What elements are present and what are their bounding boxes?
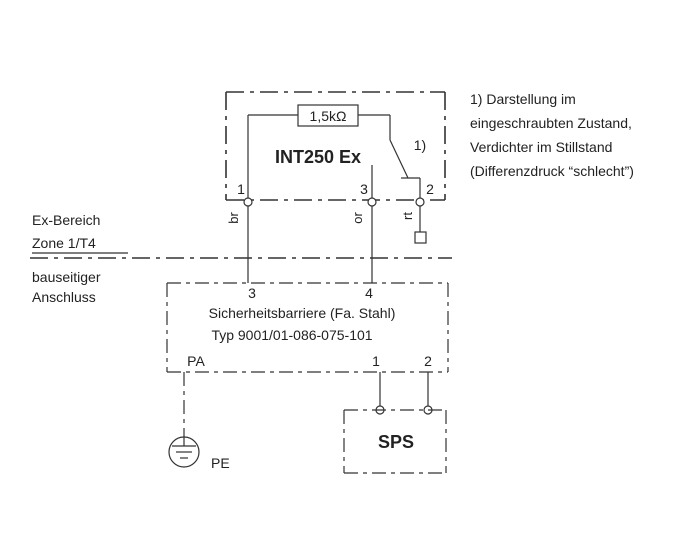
field-label-1: bauseitiger [32, 269, 101, 285]
zone-label-ex: Ex-Bereich [32, 212, 100, 228]
wire-color-br: br [226, 212, 241, 224]
wire-color-rt: rt [400, 212, 415, 220]
note-line-1: 1) Darstellung im [470, 91, 576, 107]
device-terminal-2: 2 [426, 181, 434, 197]
device-terminal-1: 1 [237, 181, 245, 197]
terminal-circle-3 [367, 197, 377, 207]
field-label-2: Anschluss [32, 289, 96, 305]
barrier-terminal-3: 3 [248, 285, 256, 301]
terminal-circle-2 [415, 197, 425, 207]
terminal-circle-1 [243, 197, 253, 207]
barrier-out-terminal-1: 1 [372, 353, 380, 369]
barrier-type: Typ 9001/01-086-075-101 [211, 327, 372, 343]
resistor-label: 1,5kΩ [310, 108, 347, 124]
note-line-2: eingeschraubten Zustand, [470, 115, 632, 131]
sps-label: SPS [378, 432, 414, 452]
int250-box [225, 91, 446, 201]
earth-symbol-icon [168, 436, 200, 468]
barrier-title: Sicherheitsbarriere (Fa. Stahl) [209, 305, 396, 321]
pe-label: PE [211, 455, 230, 471]
barrier-out-terminal-2: 2 [424, 353, 432, 369]
barrier-terminal-4: 4 [365, 285, 373, 301]
device-terminal-3: 3 [360, 181, 368, 197]
zone-label-zone: Zone 1/T4 [32, 235, 96, 251]
barrier-box [166, 282, 449, 373]
sps-box [343, 409, 447, 474]
switch-contact [389, 139, 409, 179]
note-line-3: Verdichter im Stillstand [470, 139, 612, 155]
wire-color-or: or [350, 212, 365, 224]
barrier-pa: PA [187, 353, 205, 369]
note-line-4: (Differenzdruck “schlecht”) [470, 163, 634, 179]
wire-rt-end [414, 231, 427, 244]
note-ref: 1) [414, 137, 426, 153]
device-name: INT250 Ex [275, 147, 361, 167]
